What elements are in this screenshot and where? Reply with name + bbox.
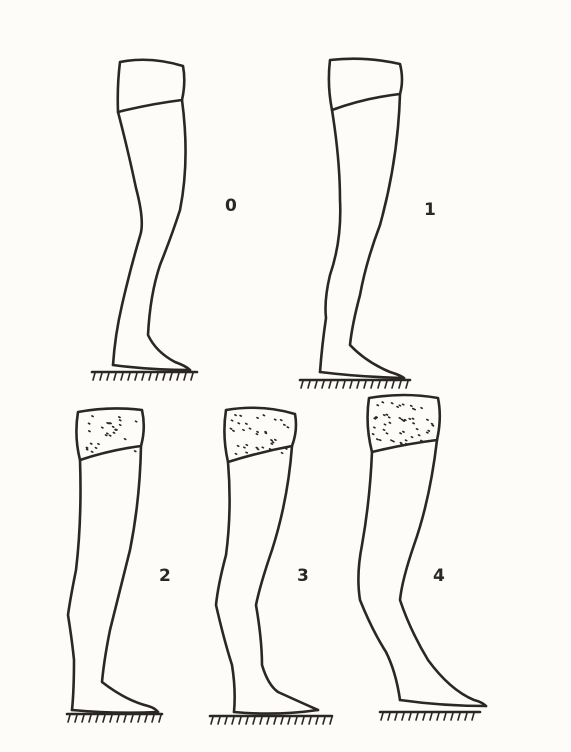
leg-figure-2: [67, 408, 162, 722]
leg-0-front-outline: [148, 100, 190, 370]
leg-4-back-outline: [358, 452, 400, 700]
leg-3-back-outline: [216, 462, 235, 712]
leg-4-fat-dots: [373, 402, 434, 444]
leg-figure-0: [92, 60, 197, 380]
leg-1-front-outline: [350, 94, 404, 378]
figure-label-1: 1: [424, 200, 436, 220]
figure-label-2: 2: [159, 566, 171, 586]
leg-1-back-outline: [320, 110, 340, 372]
figure-label-3: 3: [297, 566, 309, 586]
leg-0-ground-hatch: [93, 373, 193, 380]
leg-2-sole: [72, 710, 158, 713]
leg-0-shorts: [118, 60, 185, 112]
leg-4-shorts: [368, 395, 440, 452]
leg-2-front-outline: [102, 446, 158, 712]
leg-0-sole: [113, 365, 190, 370]
leg-figure-4: [358, 395, 486, 720]
leg-2-back-outline: [68, 460, 81, 710]
leg-1-shorts: [329, 59, 402, 110]
figure-label-4: 4: [433, 566, 445, 586]
leg-figure-3: [210, 408, 332, 724]
leg-4-ground-hatch: [381, 713, 474, 720]
leg-3-sole: [234, 710, 318, 714]
figure-label-0: 0: [225, 196, 237, 216]
leg-2-shorts: [76, 408, 143, 460]
leg-3-ground-hatch: [211, 717, 332, 724]
leg-1-ground-hatch: [301, 381, 408, 388]
leg-0-back-outline: [113, 112, 142, 365]
leg-2-ground-hatch: [68, 715, 161, 722]
leg-figure-1: [300, 59, 410, 388]
